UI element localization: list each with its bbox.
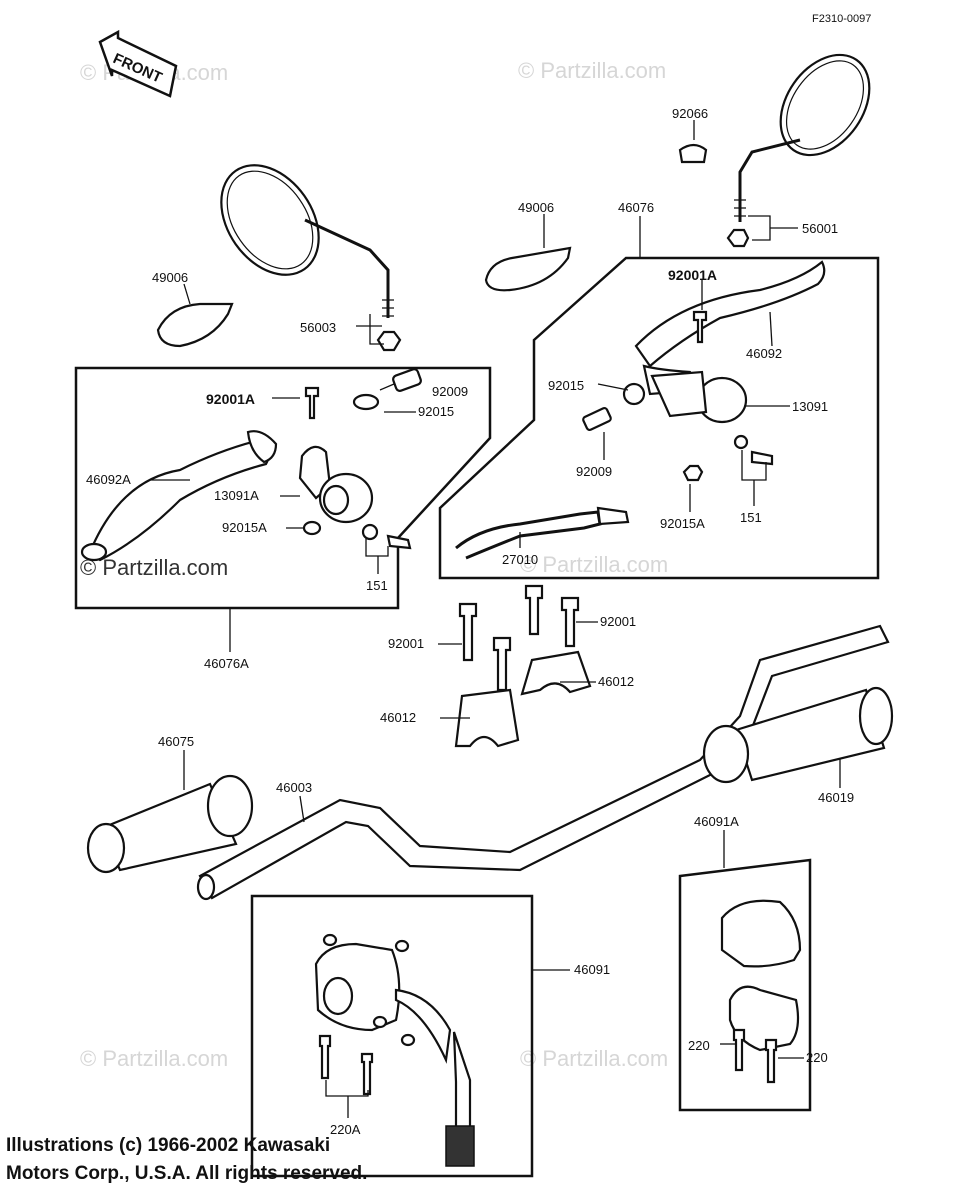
copyright-line-1: Illustrations (c) 1966-2002 Kawasaki [6, 1135, 331, 1156]
right-lever-box [438, 256, 880, 580]
watermark: © Partzilla.com [80, 1046, 228, 1071]
part-label: 92001A [668, 267, 717, 283]
handlebar-bolts [458, 584, 580, 692]
part-label: 151 [740, 510, 762, 525]
part-labels: 92066 49006 49006 46076 56001 56003 9200… [86, 106, 854, 1137]
switch-box-46091 [250, 894, 534, 1178]
switch-assembly-46091A [720, 899, 802, 1084]
part-label: 92015 [418, 404, 454, 419]
part-label: 46075 [158, 734, 194, 749]
right-mirror [726, 53, 871, 248]
part-label: 92066 [672, 106, 708, 121]
right-grip [702, 686, 894, 784]
part-label: 220 [688, 1038, 710, 1053]
part-label: 92015A [222, 520, 267, 535]
part-label: 92009 [432, 384, 468, 399]
left-lever-assembly [80, 368, 422, 562]
part-label: 56003 [300, 320, 336, 335]
part-label: 27010 [502, 552, 538, 567]
part-label: 56001 [802, 221, 838, 236]
watermark: © Partzilla.com [520, 552, 668, 577]
front-arrow-icon: FRONT [98, 29, 178, 98]
part-label: 220 [806, 1050, 828, 1065]
switch-box-46091A [678, 858, 812, 1112]
copyright-notice: Illustrations (c) 1966-2002 Kawasaki Mot… [6, 1132, 367, 1188]
handlebar [198, 624, 890, 900]
part-label: 92001 [600, 614, 636, 629]
part-label: 46091A [694, 814, 739, 829]
part-label: 46019 [818, 790, 854, 805]
watermark: © Partzilla.com [520, 1046, 668, 1071]
diagram-code: F2310-0097 [812, 13, 871, 25]
part-label: 92009 [576, 464, 612, 479]
part-label: 220A [330, 1122, 361, 1137]
switch-assembly-46091 [314, 933, 475, 1167]
leader-lines [150, 120, 841, 1118]
watermark: © Partzilla.com [518, 58, 666, 83]
part-label: 92001 [388, 636, 424, 651]
part-label: 49006 [518, 200, 554, 215]
part-label: 46012 [598, 674, 634, 689]
part-label: 151 [366, 578, 388, 593]
part-label: 46076 [618, 200, 654, 215]
watermarks: © Partzilla.com © Partzilla.com © Partzi… [80, 58, 668, 1071]
right-lever-assembly [455, 260, 826, 560]
part-label: 92015 [548, 378, 584, 393]
part-label: 46012 [380, 710, 416, 725]
left-mirror [220, 164, 402, 352]
copyright-line-2: Motors Corp., U.S.A. All rights reserved… [6, 1163, 368, 1184]
part-label: 13091 [792, 399, 828, 414]
part-label: 46092 [746, 346, 782, 361]
watermark: © Partzilla.com [80, 555, 228, 580]
part-label: 46003 [276, 780, 312, 795]
left-grip [86, 774, 254, 874]
part-label: 46092A [86, 472, 131, 487]
part-label: 46091 [574, 962, 610, 977]
part-label: 13091A [214, 488, 259, 503]
part-label: 92001A [206, 391, 255, 407]
part-label: 92015A [660, 516, 705, 531]
part-label: 46076A [204, 656, 249, 671]
part-label: 49006 [152, 270, 188, 285]
